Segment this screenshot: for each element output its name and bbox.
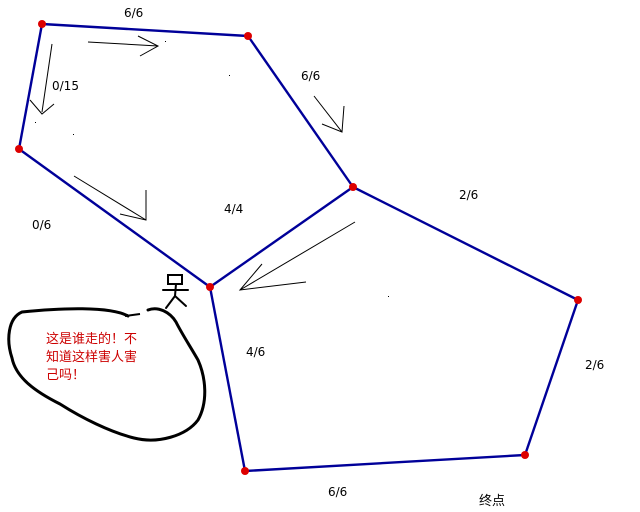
node: [206, 283, 214, 291]
edge-lower-left: [208, 286, 247, 472]
edge-label-left-upper: 0/15: [52, 79, 79, 93]
edge-bottom: [244, 453, 526, 473]
node: [521, 451, 529, 459]
scribble-loop: [7, 307, 207, 442]
warning-note: 这是谁走的！不 知道这样害人害 己吗！: [46, 331, 137, 383]
node: [241, 467, 249, 475]
arrow-center: [238, 221, 356, 291]
arrow-upper-right: [313, 95, 345, 133]
note-line-3: 己吗！: [46, 368, 85, 383]
node: [15, 145, 23, 153]
note-line-1: 这是谁走的！不: [46, 331, 137, 347]
edge-upper-right: [247, 35, 354, 188]
edge-right: [523, 299, 580, 456]
edge-right-upper: [352, 185, 579, 302]
edges: [17, 22, 580, 473]
node: [574, 296, 582, 304]
arrow-left: [29, 43, 55, 115]
edge-center: [209, 186, 354, 288]
edge-left-upper: [17, 23, 44, 150]
edge-label-bottom: 6/6: [328, 485, 347, 499]
edge-left-lower: [18, 148, 211, 288]
edge-label-center: 4/4: [224, 202, 243, 216]
edge-label-upper-right: 6/6: [301, 69, 320, 83]
edge-labels: 6/6 6/6 0/15 0/6 4/4 2/6 2/6 4/6 6/6: [32, 6, 604, 499]
arrow-top: [87, 35, 160, 57]
edge-top: [41, 22, 249, 38]
stick-figure-icon: [162, 274, 189, 309]
edge-label-lower-left: 4/6: [246, 345, 265, 359]
arrow-left-lower: [73, 175, 147, 221]
node: [244, 32, 252, 40]
edge-label-right-upper: 2/6: [459, 188, 478, 202]
edge-label-left-lower: 0/6: [32, 218, 51, 232]
node: [349, 183, 357, 191]
end-point-label: 终点: [479, 493, 505, 509]
note-line-2: 知道这样害人害: [46, 349, 137, 365]
nodes: [15, 20, 582, 475]
node: [38, 20, 46, 28]
scribble-dash: [124, 313, 141, 317]
specks: [35, 41, 389, 297]
edge-label-top: 6/6: [124, 6, 143, 20]
arrows: [29, 35, 356, 291]
edge-label-right: 2/6: [585, 358, 604, 372]
